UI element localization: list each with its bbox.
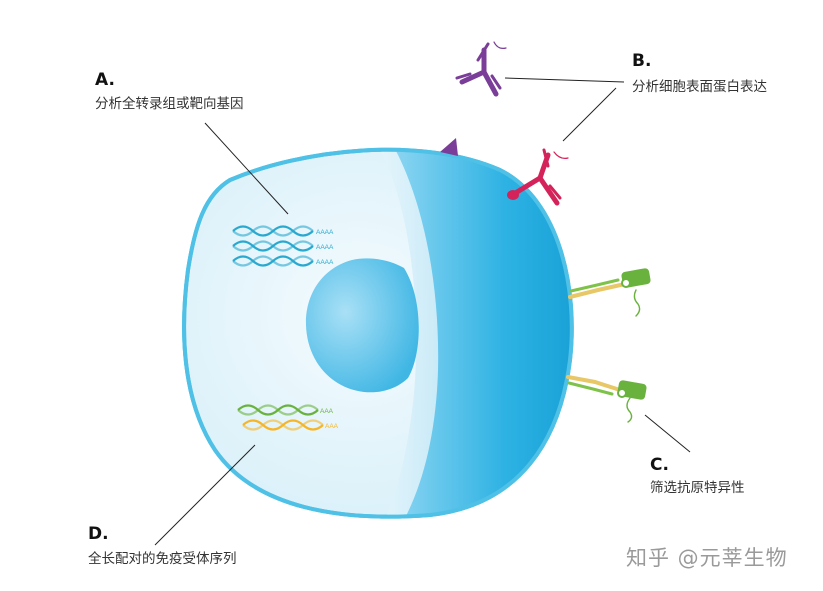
label-d-letter: D. — [88, 524, 109, 544]
antibody-bound-red — [514, 148, 569, 206]
polya-blue-1: AAAA — [316, 229, 334, 236]
label-c-text: 筛选抗原特异性 — [650, 480, 745, 496]
polya-blue-3: AAAA — [316, 259, 334, 266]
leader-line-c — [644, 414, 691, 453]
cell — [182, 147, 574, 519]
surface-marker-triangle — [440, 138, 458, 156]
tcr-antigen-2 — [566, 375, 647, 423]
tcr-antigen-1 — [568, 268, 651, 317]
nucleus — [305, 258, 419, 393]
leader-line-b-2 — [562, 87, 617, 142]
antibody-free-purple — [455, 41, 507, 97]
cell-hemisphere — [390, 149, 572, 517]
label-c-letter: C. — [650, 455, 669, 475]
leader-line-a — [204, 122, 289, 215]
polya-orange: AAA — [325, 423, 339, 430]
mrna-group-receptor — [237, 404, 324, 431]
label-b-letter: B. — [632, 51, 652, 71]
mrna-group-blue — [232, 225, 314, 267]
leader-line-b-1 — [504, 77, 625, 83]
polya-blue-2: AAAA — [316, 244, 334, 251]
label-a-text: 分析全转录组或靶向基因 — [95, 96, 244, 112]
label-d-text: 全长配对的免疫受体序列 — [88, 551, 237, 567]
label-b-text: 分析细胞表面蛋白表达 — [632, 79, 767, 95]
antibody-bound-red-anchor — [507, 190, 519, 200]
label-a-letter: A. — [95, 70, 115, 90]
leader-line-d — [154, 444, 256, 546]
leader-lines — [154, 77, 691, 546]
watermark: 知乎 @元莘生物 — [626, 546, 788, 570]
polya-green: AAA — [320, 408, 334, 415]
